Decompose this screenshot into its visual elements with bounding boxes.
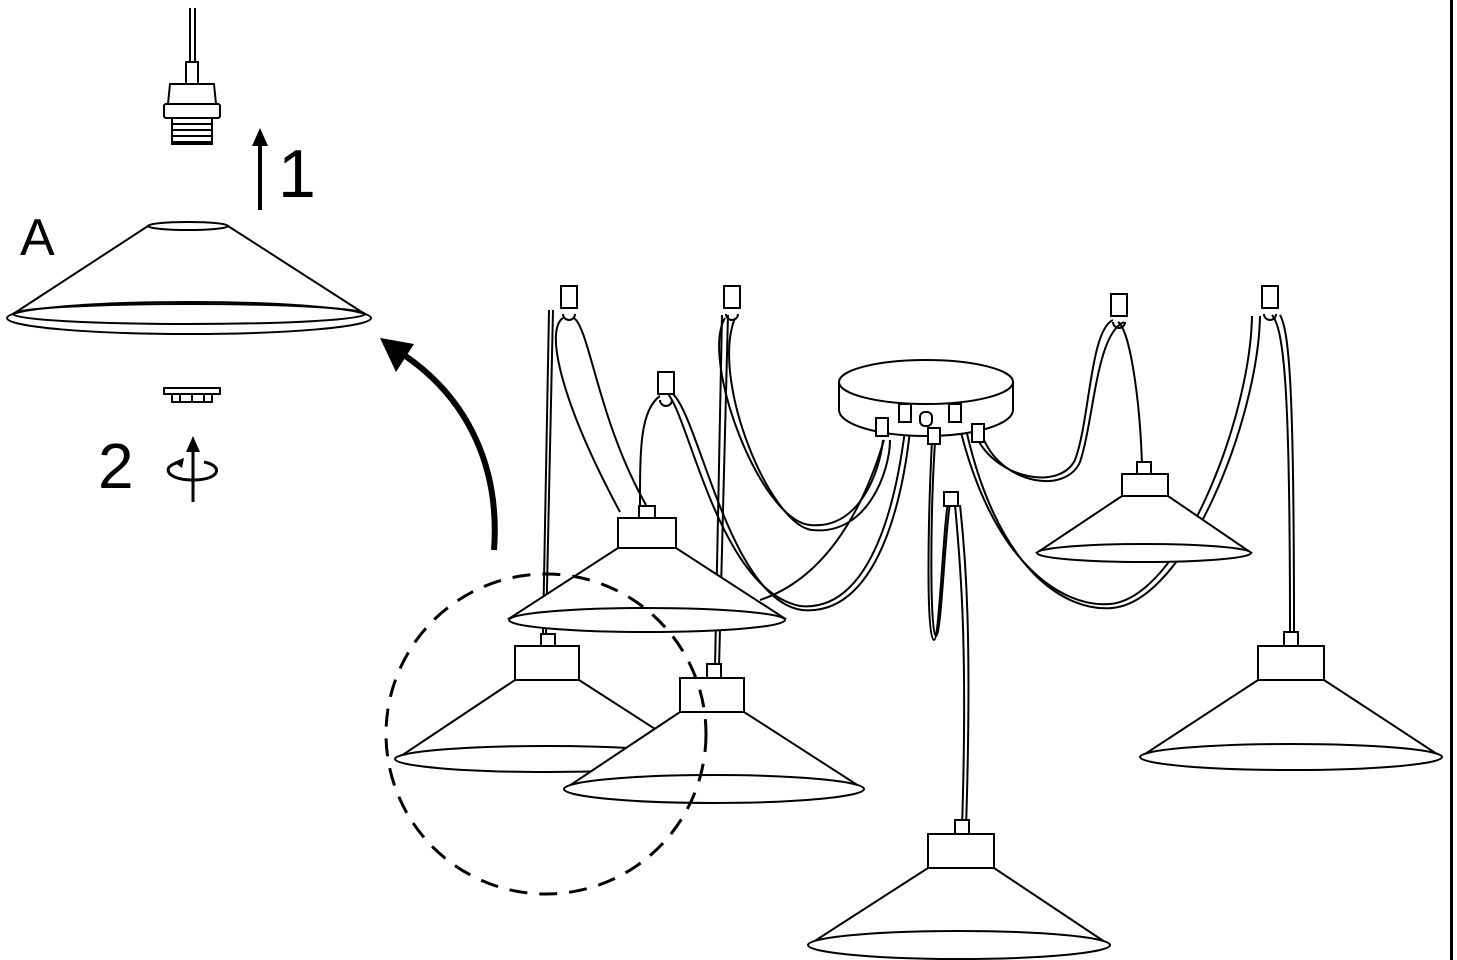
socket-detail <box>163 8 221 145</box>
ceiling-hooks <box>560 285 1279 507</box>
ceiling-hook <box>1261 285 1279 321</box>
ceiling-canopy <box>838 359 1014 445</box>
pendant-lamps <box>394 461 1444 960</box>
shade-ring <box>163 387 221 403</box>
pendant-lamp <box>806 819 1112 960</box>
rotate-unscrew-icon <box>166 436 218 502</box>
pendant-lamp <box>562 663 866 804</box>
step-number-2: 2 <box>98 430 134 502</box>
arrow-up-icon <box>252 128 268 210</box>
ceiling-hook <box>1110 293 1128 329</box>
lampshade-a <box>6 221 372 335</box>
pendant-lamp <box>1138 631 1444 771</box>
ceiling-hook <box>560 285 578 321</box>
curved-arrow-icon <box>380 338 498 551</box>
pendant-lamp <box>506 505 788 633</box>
frame-edge <box>1450 0 1453 960</box>
part-label-a: A <box>20 209 55 267</box>
ceiling-hook <box>657 371 675 407</box>
step-number-1: 1 <box>278 136 316 212</box>
pendant-lamp <box>1034 461 1254 563</box>
ceiling-hook <box>723 285 741 321</box>
dashed-circle-icon <box>384 572 708 896</box>
ceiling-hook <box>943 491 959 507</box>
cables <box>542 309 1295 829</box>
lamp-socket <box>166 83 218 105</box>
